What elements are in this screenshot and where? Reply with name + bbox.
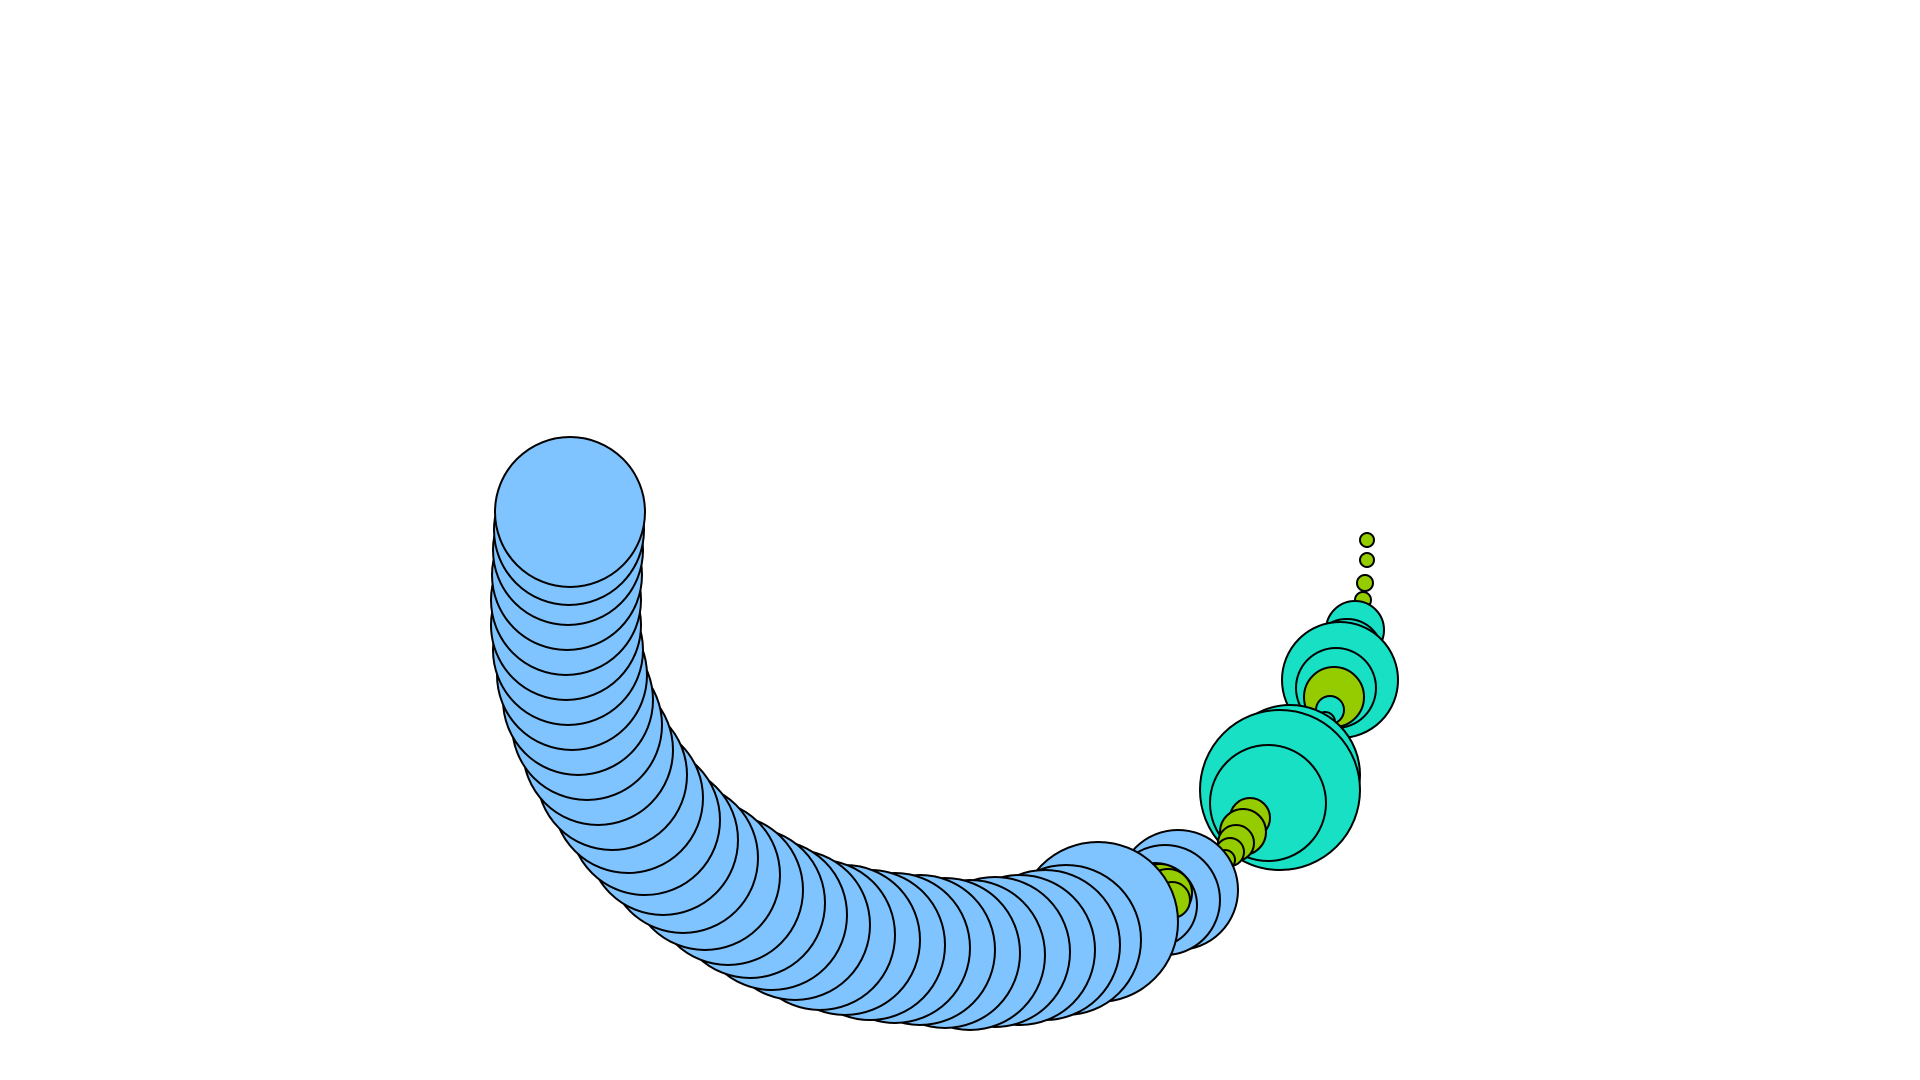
bubble-0 — [1359, 532, 1375, 548]
bubble-1 — [1359, 552, 1375, 568]
bubble-62 — [494, 436, 646, 588]
bubble-2 — [1356, 574, 1374, 592]
bubble-group — [490, 436, 1399, 1031]
